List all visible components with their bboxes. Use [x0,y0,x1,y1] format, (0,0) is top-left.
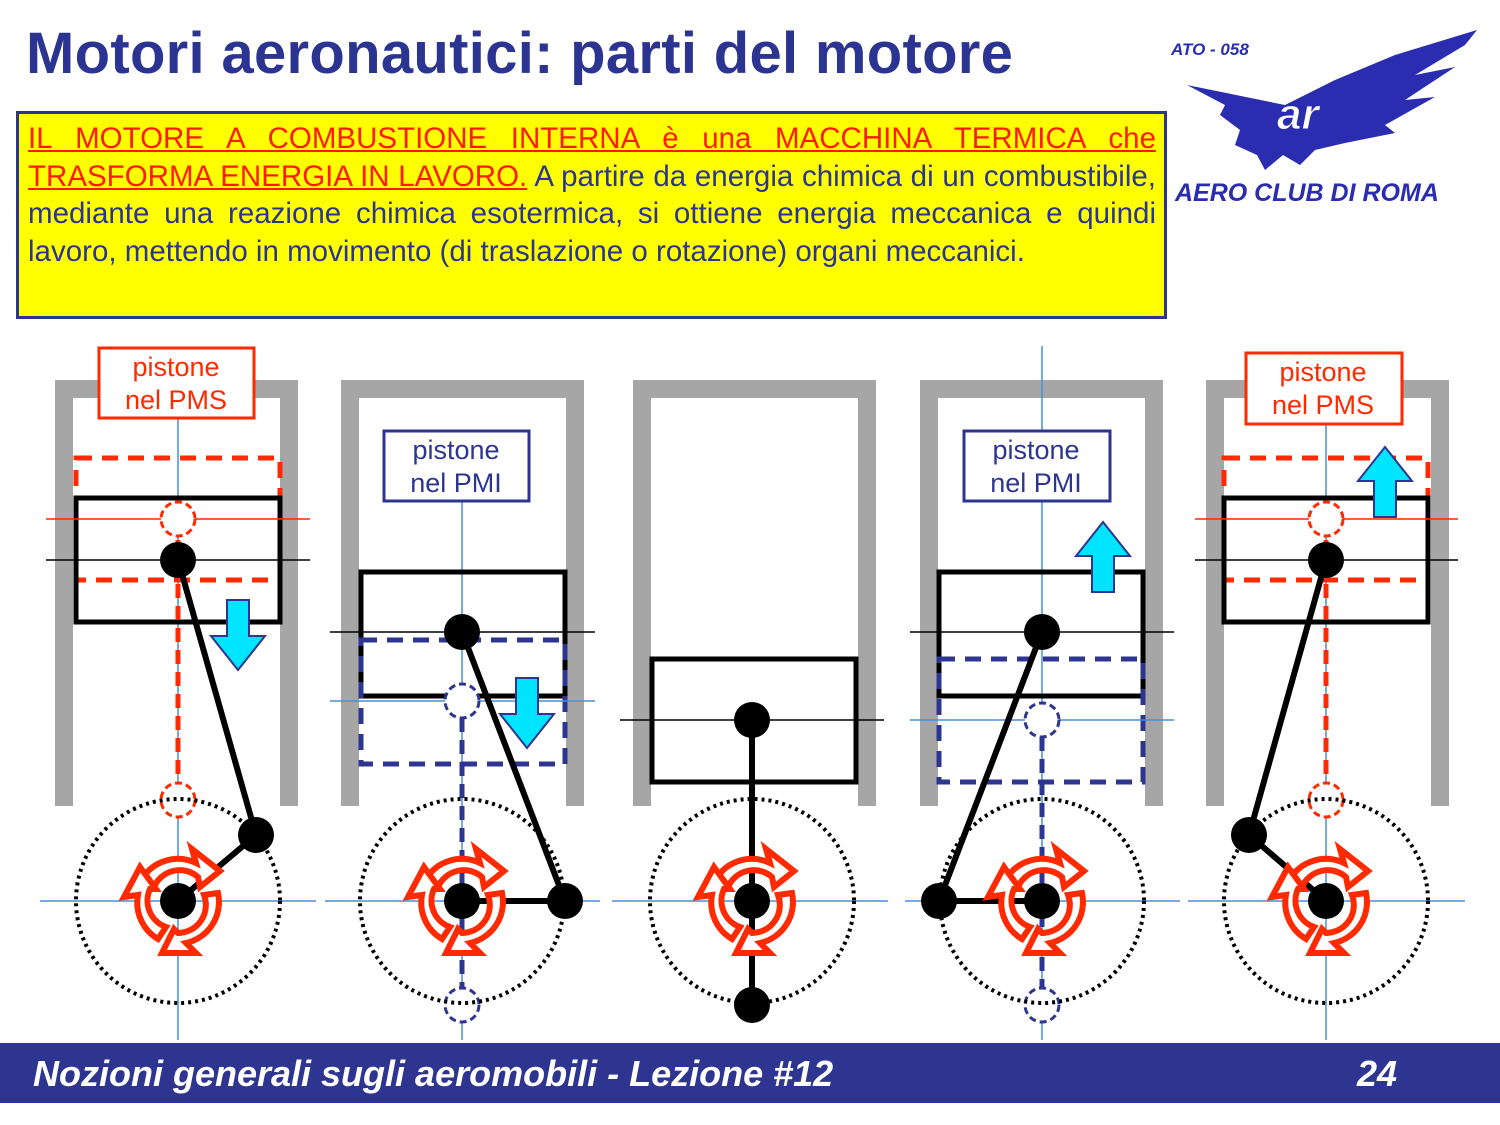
page-number: 24 [1356,1053,1397,1094]
intro-highlight: IL MOTORE A COMBUSTIONE INTERNA è una MA… [28,122,1156,193]
arrow-down-icon [499,677,555,749]
panel-2-pmi-down: pistone nel PMI [325,380,600,1040]
label-line1: pistone [132,352,219,382]
panel-5-pms-up: pistone nel PMS [1188,351,1465,1040]
label-line2: nel PMI [410,468,502,498]
panel-1-pms-down: pistone nel PMS [40,346,316,1040]
logo-monogram: ar [1277,90,1321,139]
arrow-up-icon [1075,521,1131,593]
arrow-down-icon [210,599,266,671]
label-line2: nel PMI [990,468,1082,498]
intro-body: A partire da energia chimica di un combu… [28,159,1156,268]
label-line1: pistone [992,435,1079,465]
label-line2: nel PMS [1272,390,1374,420]
panel-4-pmi-up: pistone nel PMI [905,346,1180,1040]
aero-club-logo: ATO - 058 ar AERO CLUB DI ROMA [1170,30,1477,207]
label-line2: nel PMS [125,385,227,415]
label-box [97,346,256,420]
logo-code: ATO - 058 [1170,40,1249,59]
label-line1: pistone [412,435,499,465]
intro-text-box: IL MOTORE A COMBUSTIONE INTERNA è una MA… [16,111,1167,319]
eagle-icon [1187,30,1477,170]
logo-name: AERO CLUB DI ROMA [1174,179,1439,207]
crank-circle [74,797,282,1005]
connecting-rod [175,559,259,836]
footer-course-title: Nozioni generali sugli aeromobili - Lezi… [33,1053,834,1094]
slide-title: Motori aeronautici: parti del motore [26,21,1014,86]
panel-3-mid [612,380,888,1023]
label-line1: pistone [1279,357,1366,387]
slide-footer: Nozioni generali sugli aeromobili - Lezi… [0,1043,1500,1103]
